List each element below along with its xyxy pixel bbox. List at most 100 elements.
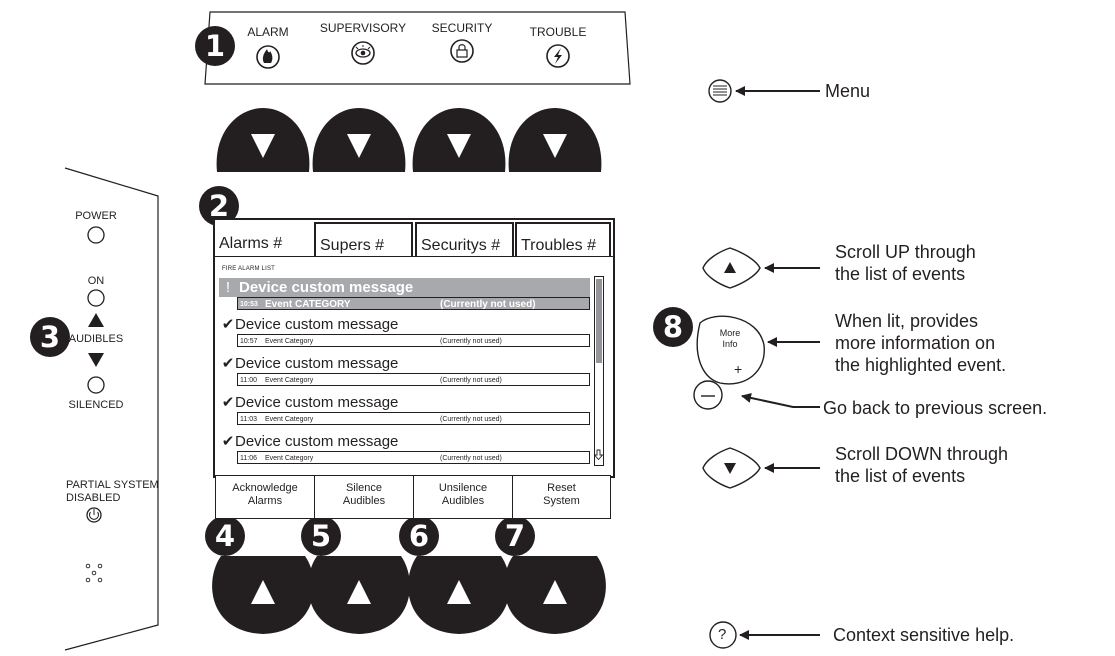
lcd-screen: Alarms # Supers # Securitys # Troubles #… xyxy=(213,218,615,478)
event-detail-row: 11:03 Event Category (Currently not used… xyxy=(237,412,590,425)
event-detail-row: 11:06 Event Category (Currently not used… xyxy=(237,451,590,464)
event-category: Event Category xyxy=(265,455,314,462)
acknowledge-up-arrow-icon xyxy=(251,580,275,604)
audibles-on-led-icon xyxy=(87,289,105,307)
supervisory-down-arrow-icon xyxy=(347,134,371,158)
scroll-up-line2: the list of events xyxy=(835,264,966,284)
list-item[interactable]: ✔ Device custom message 11:06 Event Cate… xyxy=(219,432,590,468)
event-message: Device custom message xyxy=(235,316,399,333)
unsilence-up-arrow-icon xyxy=(447,580,471,604)
unsilence-line1: Unsilence xyxy=(438,482,488,494)
tab-alarms[interactable]: Alarms # xyxy=(219,235,283,252)
speaker-holes-icon xyxy=(85,563,103,583)
event-time: 11:06 xyxy=(240,455,257,462)
help-icon xyxy=(709,621,737,649)
silence-up-arrow-icon xyxy=(347,580,371,604)
top-arrow-buttons xyxy=(216,108,602,172)
silenced-led-icon xyxy=(87,376,105,394)
when-lit-line2: more information on xyxy=(835,333,996,353)
tab-securitys[interactable]: Securitys # xyxy=(415,222,514,257)
alarm-down-arrow-icon xyxy=(251,134,275,158)
supervisory-label: SUPERVISORY xyxy=(319,21,407,35)
event-message-row: ✔ Device custom message xyxy=(219,432,590,451)
callout-5: 5 xyxy=(301,516,341,556)
left-status-panel xyxy=(64,167,159,651)
audibles-up-icon xyxy=(88,313,104,327)
silence-line1: Silence xyxy=(345,482,383,494)
event-list-scrollbar[interactable] xyxy=(594,276,604,466)
event-extra: (Currently not used) xyxy=(440,338,502,345)
tab-troubles[interactable]: Troubles # xyxy=(515,222,611,257)
callout-3: 3 xyxy=(30,317,70,357)
list-item[interactable]: ✔ Device custom message 11:00 Event Cate… xyxy=(219,354,590,390)
more-info-label: More Info xyxy=(712,328,748,350)
scroll-up-icon xyxy=(702,247,761,289)
reset-up-arrow-icon xyxy=(543,580,567,604)
event-detail-row: 10:57 Event Category (Currently not used… xyxy=(237,334,590,347)
tab-supers[interactable]: Supers # xyxy=(314,222,413,257)
fire-alarm-list-header: FIRE ALARM LIST xyxy=(222,266,276,272)
more-info-line2: Info xyxy=(722,339,738,349)
scroll-down-line1: Scroll DOWN through xyxy=(835,444,1009,464)
event-category: Event Category xyxy=(265,338,314,345)
audibles-label: AUDIBLES xyxy=(68,333,124,345)
event-message-row: ✔ Device custom message xyxy=(219,393,590,412)
list-item[interactable]: ✔ Device custom message 11:03 Event Cate… xyxy=(219,393,590,429)
unsilence-audibles-button[interactable]: Unsilence Audibles xyxy=(413,475,513,519)
event-message: Device custom message xyxy=(235,394,399,411)
audibles-down-icon xyxy=(88,353,104,367)
silence-line2: Audibles xyxy=(342,495,386,507)
event-mark: ! xyxy=(225,279,231,296)
event-time: 10:53 xyxy=(240,301,258,308)
more-info-button-icon xyxy=(696,315,765,385)
silence-audibles-button[interactable]: Silence Audibles xyxy=(314,475,414,519)
partial-system-line2: DISABLED xyxy=(66,492,121,504)
callout-1: 1 xyxy=(195,26,235,66)
when-lit-line3: the highlighted event. xyxy=(835,355,1007,375)
security-down-arrow-icon xyxy=(447,134,471,158)
event-time: 11:00 xyxy=(240,377,257,384)
callout-8: 8 xyxy=(653,307,693,347)
event-extra: (Currently not used) xyxy=(440,299,536,310)
scroll-down-line2: the list of events xyxy=(835,466,966,486)
event-extra: (Currently not used) xyxy=(440,455,502,462)
silenced-label: SILENCED xyxy=(68,399,124,411)
plus-icon: + xyxy=(734,361,743,377)
reset-system-button[interactable]: Reset System xyxy=(512,475,611,519)
partial-system-line1: PARTIAL SYSTEM xyxy=(66,479,159,491)
help-question-icon: ? xyxy=(718,626,727,643)
power-led-icon xyxy=(87,226,105,244)
trouble-down-arrow-icon xyxy=(543,134,567,158)
event-mark: ✔ xyxy=(221,316,235,333)
event-category: Event Category xyxy=(265,377,314,384)
trouble-label: TROUBLE xyxy=(529,25,587,39)
menu-icon xyxy=(708,79,732,103)
reset-line1: Reset xyxy=(547,482,576,494)
back-minus-icon xyxy=(693,380,723,410)
scrollbar-thumb[interactable] xyxy=(596,279,602,363)
when-lit-line1: When lit, provides xyxy=(835,311,979,331)
scroll-down-annotation: Scroll DOWN through the list of events xyxy=(835,443,1008,487)
more-info-line1: More xyxy=(719,328,741,338)
reset-line2: System xyxy=(543,495,580,507)
event-message: Device custom message xyxy=(235,433,399,450)
event-detail-row: 11:00 Event Category (Currently not used… xyxy=(237,373,590,386)
event-category: Event Category xyxy=(265,416,314,423)
list-item[interactable]: ✔ Device custom message 10:57 Event Cate… xyxy=(219,315,590,351)
partial-system-label: PARTIAL SYSTEM DISABLED xyxy=(66,479,159,505)
event-mark: ✔ xyxy=(221,355,235,372)
when-lit-annotation: When lit, provides more information on t… xyxy=(835,310,1006,376)
event-category: Event CATEGORY xyxy=(265,299,351,310)
power-label: POWER xyxy=(75,210,117,222)
event-message-row: ! Device custom message xyxy=(219,278,590,297)
event-message: Device custom message xyxy=(235,355,399,372)
acknowledge-alarms-button[interactable]: Acknowledge Alarms xyxy=(215,475,315,519)
event-extra: (Currently not used) xyxy=(440,377,502,384)
event-message-row: ✔ Device custom message xyxy=(219,354,590,373)
event-detail-row: 10:53 Event CATEGORY (Currently not used… xyxy=(237,297,590,310)
event-time: 10:57 xyxy=(240,338,258,345)
callout-7: 7 xyxy=(495,516,535,556)
list-item[interactable]: ! Device custom message 10:53 Event CATE… xyxy=(219,276,590,312)
event-mark: ✔ xyxy=(221,394,235,411)
